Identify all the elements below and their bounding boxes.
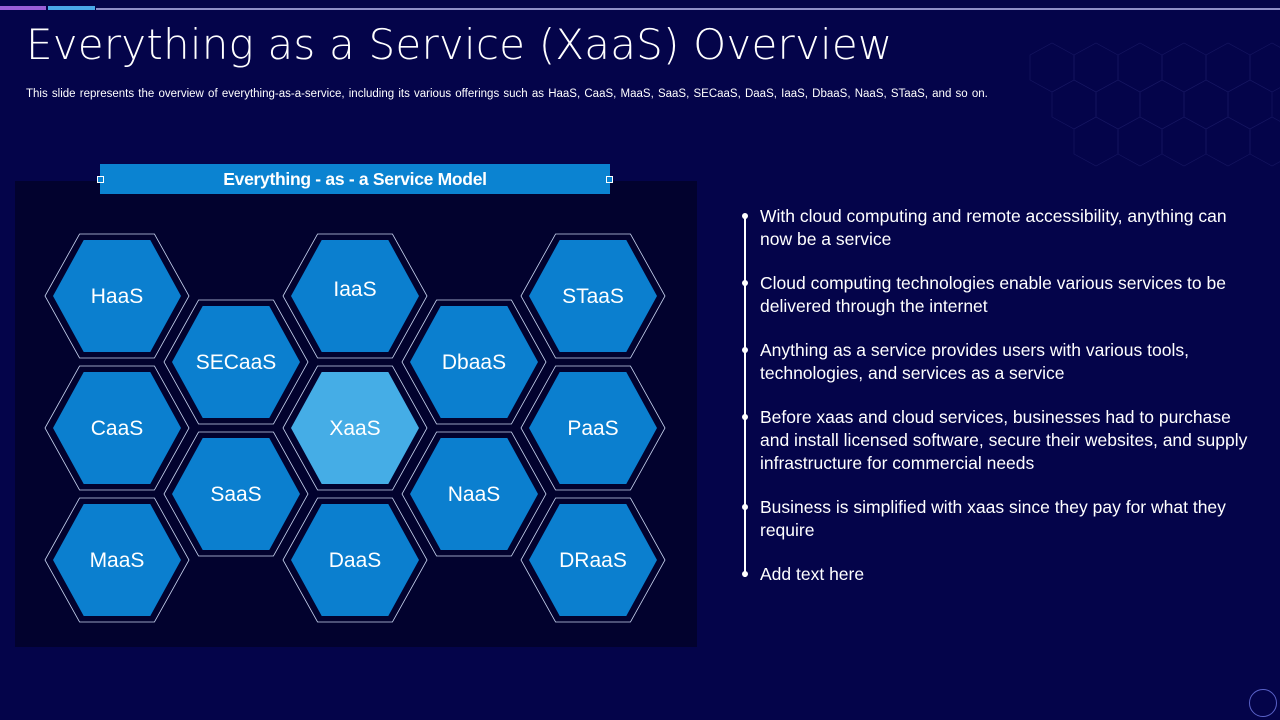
accent-bar-blue — [48, 6, 95, 10]
slide-subtitle: This slide represents the overview of ev… — [26, 88, 988, 100]
hexagon-iaas: IaaS — [282, 233, 428, 359]
resize-handle-left — [97, 176, 104, 183]
hexagon-fill — [172, 438, 300, 550]
hexagon-fill — [53, 372, 181, 484]
hexagon-staas: STaaS — [520, 233, 666, 359]
hexagon-fill — [529, 240, 657, 352]
hexagon-label: NaaS — [448, 483, 501, 506]
hexagon-naas: NaaS — [401, 431, 547, 557]
hexagon-paas: PaaS — [520, 365, 666, 491]
hexagon-label: STaaS — [562, 285, 624, 308]
top-divider — [96, 8, 1280, 10]
hexagon-label: SaaS — [210, 483, 261, 506]
hexagon-maas: MaaS — [44, 497, 190, 623]
bullet-item: With cloud computing and remote accessib… — [742, 205, 1252, 251]
hexagon-fill — [53, 240, 181, 352]
hexagon-daas: DaaS — [282, 497, 428, 623]
resize-handle-right — [606, 176, 613, 183]
hexagon-label: XaaS — [329, 417, 380, 440]
hexagon-label: CaaS — [91, 417, 144, 440]
hexagon-xaas: XaaS — [282, 365, 428, 491]
hexagon-label: PaaS — [567, 417, 618, 440]
bullet-list: With cloud computing and remote accessib… — [742, 205, 1252, 607]
hexagon-fill — [529, 372, 657, 484]
background-hex-pattern — [1029, 42, 1280, 167]
hexagon-label: DaaS — [329, 549, 382, 572]
bullet-text: Business is simplified with xaas since t… — [760, 497, 1226, 540]
hexagon-label: SECaaS — [196, 351, 277, 374]
hexagon-haas: HaaS — [44, 233, 190, 359]
hexagon-label: DRaaS — [559, 549, 627, 572]
hexagon-label: DbaaS — [442, 351, 506, 374]
service-model-header: Everything - as - a Service Model — [97, 164, 613, 194]
hexagon-caas: CaaS — [44, 365, 190, 491]
bullet-text: Add text here — [760, 564, 865, 584]
bullet-text: With cloud computing and remote accessib… — [760, 206, 1227, 249]
bullet-text: Anything as a service provides users wit… — [760, 340, 1189, 383]
bullet-dot-icon — [742, 571, 748, 577]
hexagon-fill — [529, 504, 657, 616]
bullet-text: Before xaas and cloud services, business… — [760, 407, 1248, 473]
bullet-item: Business is simplified with xaas since t… — [742, 496, 1252, 542]
hexagon-label: IaaS — [333, 278, 376, 301]
hexagon-fill — [291, 504, 419, 616]
hexagon-fill — [291, 372, 419, 484]
bullet-dot-icon — [742, 280, 748, 286]
bullet-dot-icon — [742, 213, 748, 219]
bullet-timeline-line — [744, 215, 746, 577]
bullet-item: Cloud computing technologies enable vari… — [742, 272, 1252, 318]
hexagon-saas: SaaS — [163, 431, 309, 557]
bullet-dot-icon — [742, 347, 748, 353]
hexagon-fill — [172, 306, 300, 418]
bullet-dot-icon — [742, 504, 748, 510]
bullet-dot-icon — [742, 414, 748, 420]
corner-circle-decoration — [1249, 689, 1277, 717]
accent-bar-purple — [0, 6, 46, 10]
hexagon-draas: DRaaS — [520, 497, 666, 623]
bullet-item: Add text here — [742, 563, 1252, 586]
hexagon-fill — [291, 240, 419, 352]
hexagon-fill — [410, 438, 538, 550]
hexagon-label: MaaS — [90, 549, 145, 572]
bullet-item: Anything as a service provides users wit… — [742, 339, 1252, 385]
bullet-text: Cloud computing technologies enable vari… — [760, 273, 1226, 316]
hexagon-secaas: SECaaS — [163, 299, 309, 425]
hexagon-dbaas: DbaaS — [401, 299, 547, 425]
hexagon-label: HaaS — [91, 285, 144, 308]
service-model-header-text: Everything - as - a Service Model — [223, 168, 487, 189]
hexagon-fill — [410, 306, 538, 418]
bullet-item: Before xaas and cloud services, business… — [742, 406, 1252, 475]
hexagon-fill — [53, 504, 181, 616]
slide-title: Everything as a Service (XaaS) Overview — [26, 20, 893, 69]
